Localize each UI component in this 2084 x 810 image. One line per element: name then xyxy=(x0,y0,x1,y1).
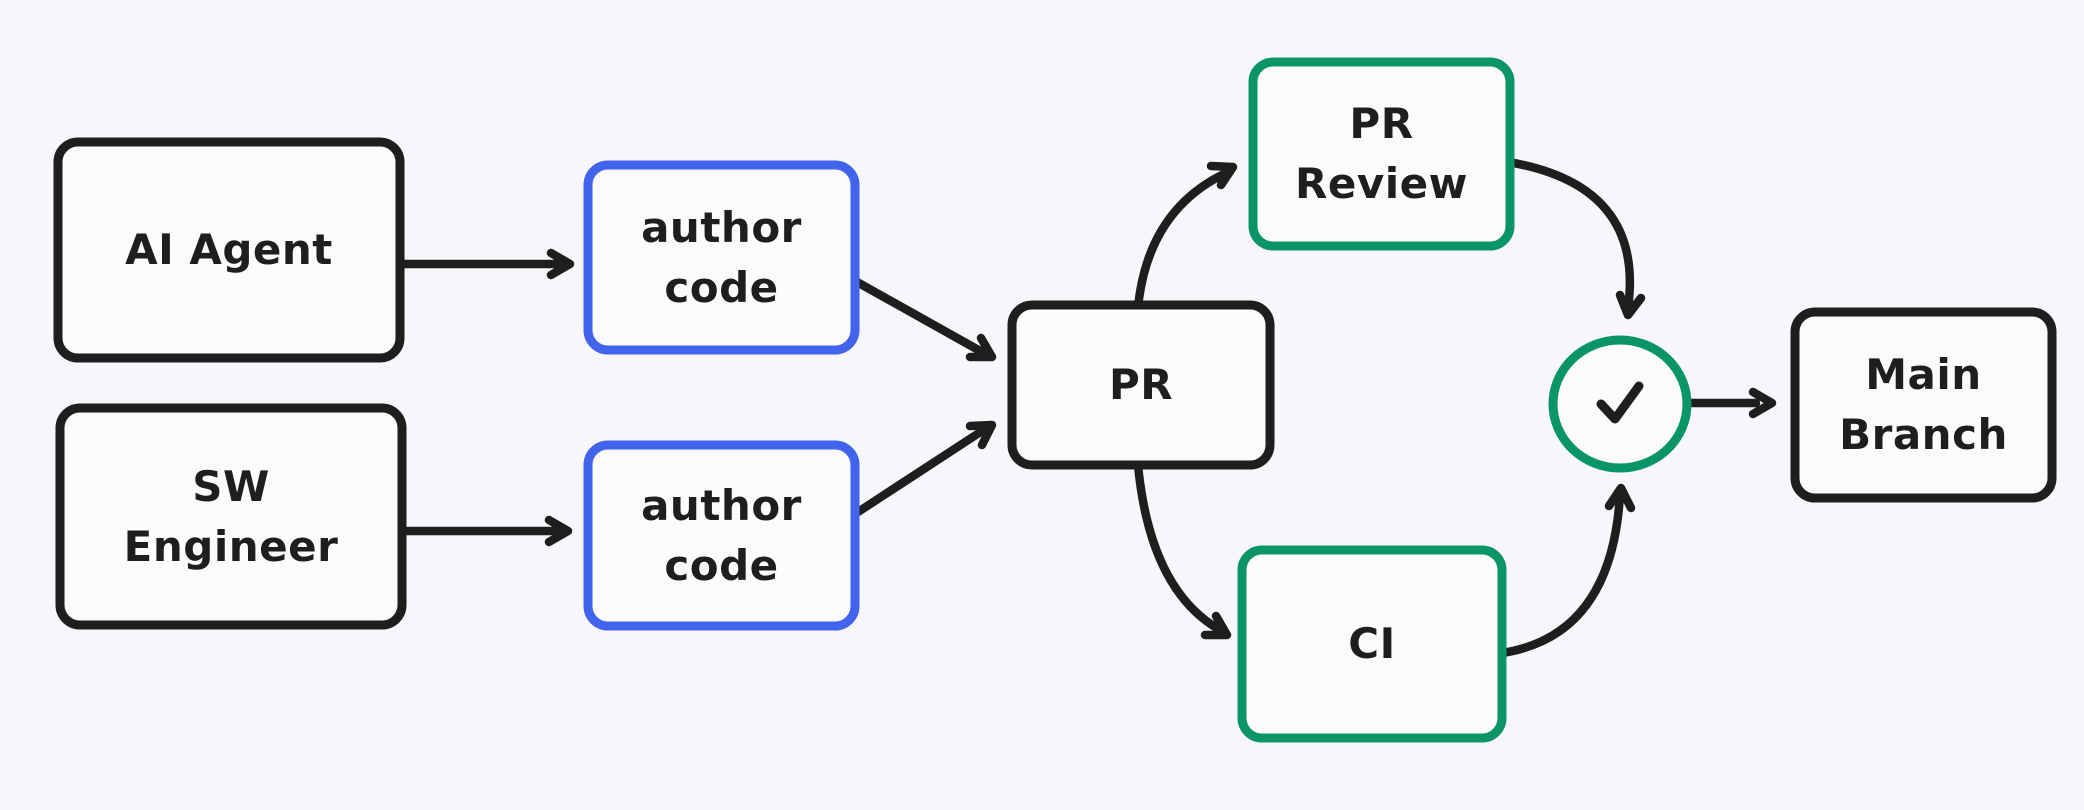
edge-author-code-engineer-to-pr xyxy=(853,420,997,517)
edge-check-to-main-branch xyxy=(1687,387,1777,419)
node-checks-passed xyxy=(1548,335,1692,473)
edge-author-code-agent-to-pr xyxy=(852,277,997,362)
edge-ai-agent-to-author-code xyxy=(395,248,575,280)
edge-pr-review-to-check xyxy=(1503,157,1646,320)
node-pr xyxy=(1007,300,1275,470)
edge-sw-engineer-to-author-code xyxy=(397,515,573,547)
node-main-branch xyxy=(1790,307,2057,503)
node-author-code-agent xyxy=(583,160,860,355)
edge-ci-to-check xyxy=(1497,483,1636,658)
node-ci xyxy=(1237,545,1507,743)
node-ai-agent xyxy=(53,137,405,363)
node-author-code-engineer xyxy=(583,440,860,631)
edge-pr-to-ci xyxy=(1133,460,1232,640)
edge-pr-to-pr-review xyxy=(1133,161,1238,312)
node-pr-review xyxy=(1248,57,1515,251)
check-icon xyxy=(1596,381,1644,424)
node-sw-engineer xyxy=(55,403,407,630)
